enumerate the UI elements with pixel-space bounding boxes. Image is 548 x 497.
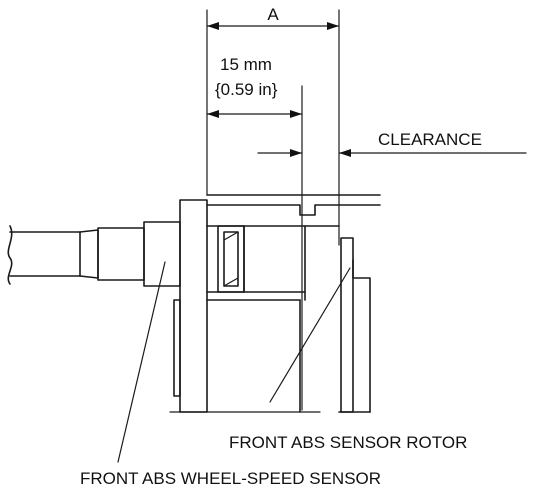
dim-15-arrow-left — [207, 110, 219, 118]
wheel-speed-sensor — [79, 199, 321, 413]
sensor-cable — [7, 225, 81, 285]
dim-15-in-label: {0.59 in} — [215, 80, 278, 99]
rotor-teeth — [340, 237, 354, 413]
dim-a-label: A — [267, 5, 279, 24]
clearance-arrow-left — [290, 149, 302, 157]
dim-15-arrow-right — [290, 110, 302, 118]
clearance-arrow-right — [339, 149, 351, 157]
sensor-label: FRONT ABS WHEEL-SPEED SENSOR — [80, 469, 381, 488]
flange-side-tab — [173, 299, 181, 397]
cable-break-mark — [7, 225, 13, 285]
rotor-label: FRONT ABS SENSOR ROTOR — [229, 433, 467, 452]
dimension-15mm: 15 mm {0.59 in} — [206, 55, 303, 411]
sensor-leader-line — [117, 261, 166, 463]
dim-a-arrow-right — [327, 22, 339, 30]
dim-15-mm-label: 15 mm — [220, 55, 272, 74]
clearance-label: CLEARANCE — [378, 130, 482, 149]
sensor-neck — [97, 227, 145, 281]
clearance-dimension: CLEARANCE — [257, 130, 527, 157]
o-ring — [223, 231, 239, 287]
sensor-flange — [179, 199, 208, 413]
upper-plate-bottom — [206, 204, 381, 216]
rotor-body — [352, 259, 371, 413]
sensor-rotor — [338, 237, 371, 413]
knuckle-assembly — [206, 194, 381, 413]
dim-a-arrow-left — [207, 22, 219, 30]
o-ring-hatch-1 — [223, 231, 239, 241]
sensor-grommet — [79, 229, 99, 279]
dimension-a: A — [206, 5, 340, 246]
rotor-leader-line — [269, 267, 351, 403]
o-ring-hatch-2 — [223, 277, 239, 287]
